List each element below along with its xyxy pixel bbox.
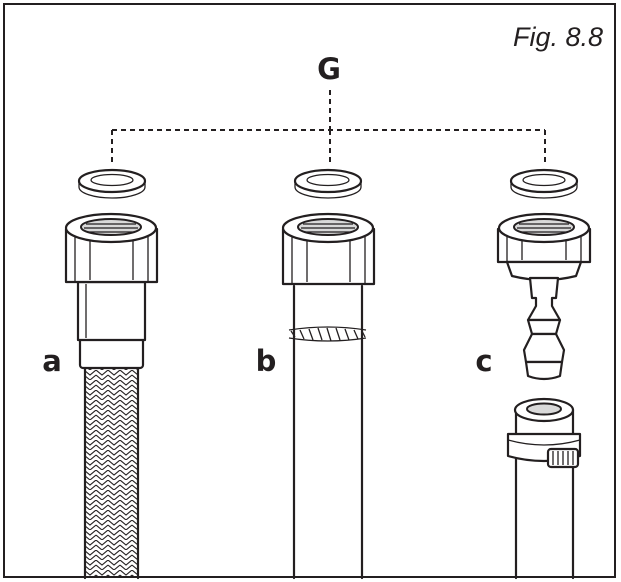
hose-label-a: a <box>42 344 62 378</box>
washer-b <box>293 168 363 199</box>
washer-c <box>509 168 579 199</box>
hose-a <box>64 212 159 580</box>
gasket-group-label: G <box>317 52 341 86</box>
gasket-leader-lines <box>111 90 546 163</box>
hose-label-b: b <box>256 344 277 378</box>
figure-caption: Fig. 8.8 <box>513 22 603 52</box>
hose-b <box>281 212 376 580</box>
hose-c <box>496 212 592 580</box>
hose-label-c: c <box>475 344 492 378</box>
washer-a <box>77 168 147 199</box>
